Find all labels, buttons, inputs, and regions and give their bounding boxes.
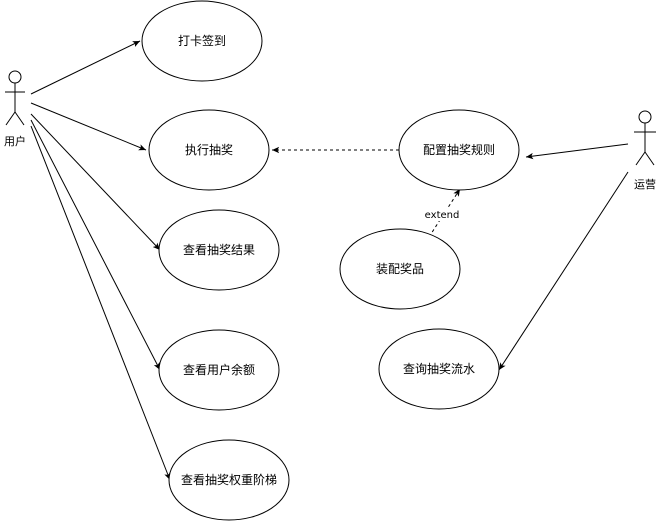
assoc-user-check-in: [30, 40, 141, 95]
use-case-query-flow-label: 查询抽奖流水: [403, 362, 475, 376]
actor-user-left-leg: [5, 111, 16, 126]
actor-user-right-leg: [14, 111, 25, 126]
use-case-assemble-prizes-label: 装配奖品: [376, 262, 424, 276]
use-case-view-balance-label: 查看用户余额: [183, 362, 255, 377]
use-case-config-rules-ellipse: [398, 109, 520, 191]
use-case-check-in[interactable]: 打卡签到: [141, 0, 263, 82]
use-case-assemble-prizes[interactable]: 装配奖品: [339, 228, 461, 310]
actor-ops-left-leg: [635, 151, 646, 166]
assoc-ops-config-rules: [525, 143, 629, 160]
use-case-check-in-ellipse: [141, 0, 263, 82]
use-case-draw-ellipse: [148, 109, 270, 191]
assoc-user-view-result: [30, 113, 161, 251]
use-case-check-in-label: 打卡签到: [178, 33, 226, 48]
use-case-view-result-ellipse: [158, 209, 280, 291]
use-case-draw[interactable]: 执行抽奖: [148, 109, 270, 191]
assoc-user-view-weight-tiers: [30, 125, 171, 481]
assoc-user-draw: [30, 102, 147, 151]
assoc-user-view-balance: [30, 119, 161, 371]
use-case-assemble-prizes-ellipse: [339, 228, 461, 310]
use-case-view-weight-tiers-ellipse: [168, 439, 290, 521]
actor-user-label: 用户: [4, 134, 26, 148]
use-case-query-flow[interactable]: 查询抽奖流水: [378, 328, 500, 410]
use-case-config-rules-label: 配置抽奖规则: [423, 142, 495, 157]
use-case-view-balance-ellipse: [158, 329, 280, 411]
use-case-view-result-label: 查看抽奖结果: [183, 243, 255, 257]
actor-user[interactable]: [5, 70, 25, 126]
actor-ops-label: 运营: [634, 177, 656, 191]
use-case-view-weight-tiers-label: 查看抽奖权重阶梯: [181, 473, 277, 487]
use-case-view-balance[interactable]: 查看用户余额: [158, 329, 280, 411]
actor-ops-right-leg: [644, 151, 655, 166]
extend-label-bg: [421, 207, 463, 221]
actor-ops-head: [638, 110, 652, 124]
use-case-view-result[interactable]: 查看抽奖结果: [158, 209, 280, 291]
use-case-query-flow-ellipse: [378, 328, 500, 410]
assoc-ops-query-flow: [498, 171, 629, 371]
actor-user-head: [8, 70, 22, 84]
use-case-view-weight-tiers[interactable]: 查看抽奖权重阶梯: [168, 439, 290, 521]
use-case-draw-label: 执行抽奖: [185, 143, 233, 157]
actor-ops[interactable]: [634, 110, 656, 166]
extend-label: extend: [425, 210, 460, 221]
use-case-config-rules[interactable]: 配置抽奖规则: [398, 109, 520, 191]
